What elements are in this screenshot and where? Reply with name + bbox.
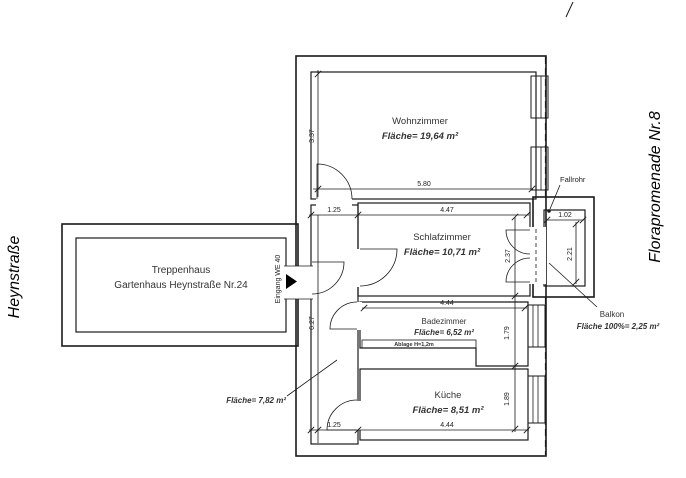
label-wohnzimmer: Wohnzimmer [392,116,448,127]
dim-balkon-width: 1.02 [558,212,572,219]
dimension-ticks [307,70,587,434]
window-badezimmer [527,304,546,348]
label-kueche: Küche [435,390,462,401]
dim-balkon-height: 2.21 [567,247,574,261]
flur-leader-line [286,359,338,397]
room-labels: Wohnzimmer Fläche= 19,64 m² Schlafzimmer… [114,116,484,416]
balcony-door-leaf-top [505,229,531,255]
entrance-door-swing [311,261,345,295]
dim-wohnzimmer-width: 5.80 [417,181,431,188]
dim-kueche-width: 4.44 [440,422,454,429]
street-label-florapromenade: Florapromenade Nr.8 [647,111,664,263]
badezimmer-door-opening [355,302,362,330]
label-badezimmer-area: Fläche= 6,52 m² [414,328,474,337]
badezimmer-ablage-shelf [361,339,477,349]
label-schlafzimmer: Schlafzimmer [413,232,471,243]
label-eingang: Eingang WE 40 [275,255,282,304]
wall-blocks [61,55,595,457]
label-kueche-area: Fläche= 8,51 m² [412,405,484,416]
dim-schlafzimmer-height: 2.37 [505,249,512,263]
dim-flur-height: 6.27 [309,316,316,330]
fallrohr-leader-line [549,184,561,210]
room-wohnzimmer [310,71,537,200]
label-wohnzimmer-area: Fläche= 19,64 m² [382,131,459,142]
dim-bad-width: 4.44 [440,300,454,307]
label-fallrohr: Fallrohr [560,175,586,184]
label-badezimmer: Badezimmer [422,317,467,326]
dim-flur-width-top: 1.25 [327,207,341,214]
balkon-leader-line [548,262,598,308]
wohnzimmer-door-swing [316,163,353,200]
schlafzimmer-door-opening [355,249,362,287]
fallrohr-marker-dot [547,209,551,213]
window-kueche [527,375,546,424]
label-treppenhaus-line2: Gartenhaus Heynstraße Nr.24 [114,280,248,291]
dimension-labels: 3.37 5.80 1.25 4.47 6.27 2.37 4.44 1.79 … [309,129,574,429]
dim-wohnzimmer-height: 3.37 [309,129,316,143]
dim-kueche-height: 1.89 [504,392,511,406]
dim-schlafzimmer-width: 4.47 [440,207,454,214]
kueche-door-swing [326,399,358,431]
label-schlafzimmer-area: Fläche= 10,71 m² [404,247,481,258]
wohnzimmer-door-opening [316,198,352,207]
window-wohnzimmer-1 [530,75,549,119]
label-balkon: Balkon [600,310,624,319]
kueche-door-opening [355,401,362,430]
schlafzimmer-door-swing [359,248,398,287]
entrance-arrow-icon [286,274,297,289]
window-wohnzimmer-2 [530,146,549,191]
label-flur-area: Fläche= 7,82 m² [226,396,286,405]
dim-bad-height: 1.79 [504,326,511,340]
label-balkon-area: Fläche 100%= 2,25 m² [577,322,660,331]
label-treppenhaus-line1: Treppenhaus [152,265,211,276]
street-label-heynstrasse: Heynstraße [6,236,23,319]
dimension-lines [307,70,587,443]
rooms [310,71,586,445]
badezimmer-door-swing [329,301,358,330]
balcony-door-leaf-bottom [505,257,531,283]
room-badezimmer [359,301,529,367]
balcony-door-opening [526,227,546,284]
cutoff-leader-line [565,1,574,18]
dim-flur-width-bottom: 1.25 [327,422,341,429]
label-ablage: Ablage H=1,2m [394,342,434,348]
